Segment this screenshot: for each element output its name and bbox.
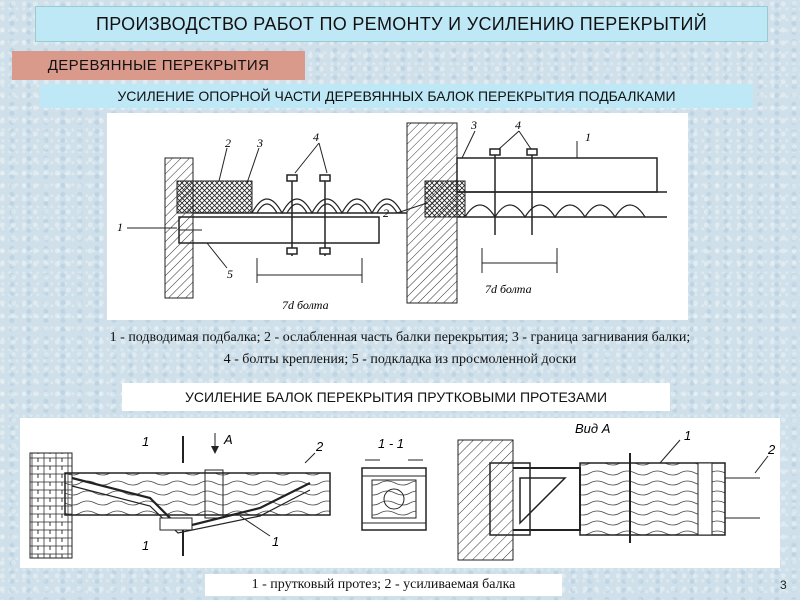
underbeam-caption-line1: 1 - подводимая подбалка; 2 - ослабленная… — [109, 330, 691, 345]
view-a-title: Вид A — [575, 421, 610, 436]
section-view: 1 - 1 — [361, 436, 427, 531]
subtitle-rod-prosthesis-text: УСИЛЕНИЕ БАЛОК ПЕРЕКРЫТИЯ ПРУТКОВЫМИ ПРО… — [184, 389, 608, 405]
left-label-1: 1 — [117, 220, 123, 234]
section-label-text: ДЕРЕВЯННЫЕ ПЕРЕКРЫТИЯ — [47, 57, 270, 74]
section-mark-bottom: 1 — [142, 538, 149, 553]
view-label-2: 2 — [767, 442, 776, 457]
elevation-label-1: 1 — [272, 534, 279, 549]
left-label-2: 2 — [225, 136, 231, 150]
subtitle-rod-prosthesis: УСИЛЕНИЕ БАЛОК ПЕРЕКРЫТИЯ ПРУТКОВЫМИ ПРО… — [122, 383, 670, 411]
elevation-label-2: 2 — [315, 439, 324, 454]
section-mark-top: 1 — [142, 434, 149, 449]
underbeam-diagram: 1 2 3 4 5 7d болта — [107, 113, 688, 320]
view-arrow-label: A — [223, 432, 233, 447]
right-label-4: 4 — [515, 118, 521, 132]
elevation-view: 1 A 1 1 2 — [29, 432, 331, 559]
view-label-1: 1 — [684, 428, 691, 443]
right-label-3: 3 — [470, 118, 477, 132]
right-drawing: 3 4 1 2 7d болта — [383, 118, 667, 304]
section-label: ДЕРЕВЯННЫЕ ПЕРЕКРЫТИЯ — [12, 51, 305, 80]
rod-prosthesis-caption: 1 - прутковый протез; 2 - усиливаемая ба… — [205, 574, 562, 596]
page-title: ПРОИЗВОДСТВО РАБОТ ПО РЕМОНТУ И УСИЛЕНИЮ… — [96, 13, 707, 34]
underbeam-caption-line2: 4 - болты крепления; 5 - подкладка из пр… — [223, 352, 577, 367]
subtitle-underbeam: УСИЛЕНИЕ ОПОРНОЙ ЧАСТИ ДЕРЕВЯННЫХ БАЛОК … — [40, 84, 753, 108]
left-label-5: 5 — [227, 267, 233, 281]
left-label-4: 4 — [313, 130, 319, 144]
left-label-3: 3 — [256, 136, 263, 150]
left-drawing: 1 2 3 4 5 7d болта — [117, 130, 407, 312]
subtitle-underbeam-text: УСИЛЕНИЕ ОПОРНОЙ ЧАСТИ ДЕРЕВЯННЫХ БАЛОК … — [117, 88, 676, 104]
right-label-2: 2 — [383, 206, 389, 220]
rod-prosthesis-diagram: 1 A 1 1 2 1 - 1 — [20, 418, 780, 568]
page-number: 3 — [780, 578, 787, 592]
left-bolt-label: 7d болта — [282, 298, 329, 312]
page-title-box: ПРОИЗВОДСТВО РАБОТ ПО РЕМОНТУ И УСИЛЕНИЮ… — [35, 6, 768, 42]
underbeam-caption: 1 - подводимая подбалка; 2 - ослабленная… — [20, 327, 780, 371]
plan-view-a: Вид A 1 2 — [457, 421, 776, 561]
section-title: 1 - 1 — [378, 436, 404, 451]
right-label-1: 1 — [585, 130, 591, 144]
right-bolt-label: 7d болта — [485, 282, 532, 296]
